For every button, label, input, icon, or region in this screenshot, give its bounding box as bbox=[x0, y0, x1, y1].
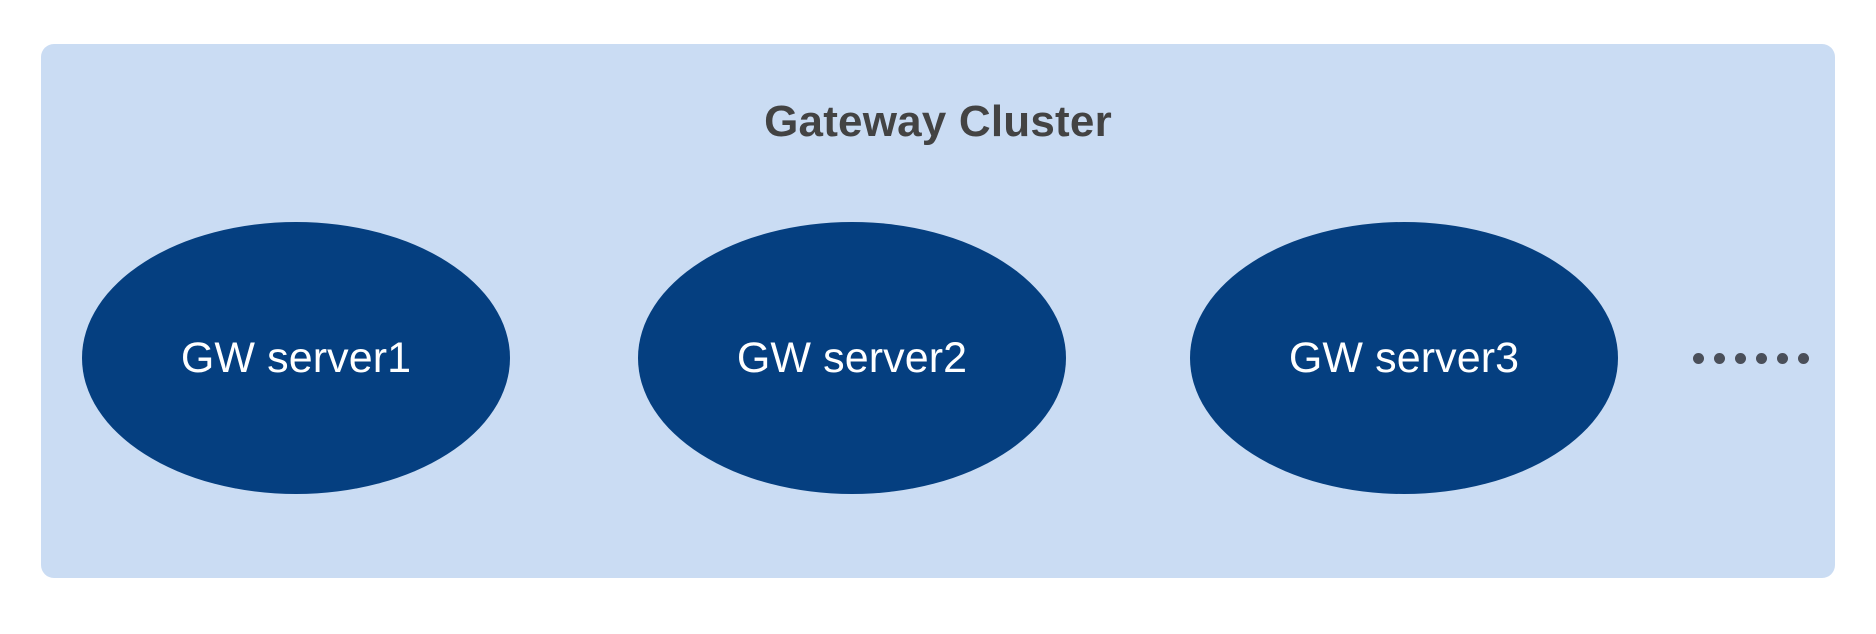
gw-server-node-3[interactable]: GW server3 bbox=[1190, 222, 1618, 494]
ellipsis-dots-icon bbox=[1693, 351, 1809, 365]
ellipsis-dot bbox=[1735, 352, 1746, 364]
gw-server-node-1[interactable]: GW server1 bbox=[82, 222, 510, 494]
ellipsis-dot bbox=[1798, 352, 1809, 364]
gw-server-node-1-label: GW server1 bbox=[180, 333, 412, 382]
gw-server-node-2[interactable]: GW server2 bbox=[638, 222, 1066, 494]
ellipsis-dot bbox=[1714, 352, 1725, 364]
gateway-cluster-panel: Gateway Cluster GW server1 GW server2 GW… bbox=[41, 44, 1835, 578]
ellipsis-dot bbox=[1777, 352, 1788, 364]
gw-server-node-3-label: GW server3 bbox=[1288, 333, 1520, 382]
ellipsis-dot bbox=[1756, 352, 1767, 364]
gw-server-node-2-label: GW server2 bbox=[736, 333, 968, 382]
ellipsis-dot bbox=[1693, 352, 1704, 364]
cluster-title: Gateway Cluster bbox=[764, 97, 1112, 146]
